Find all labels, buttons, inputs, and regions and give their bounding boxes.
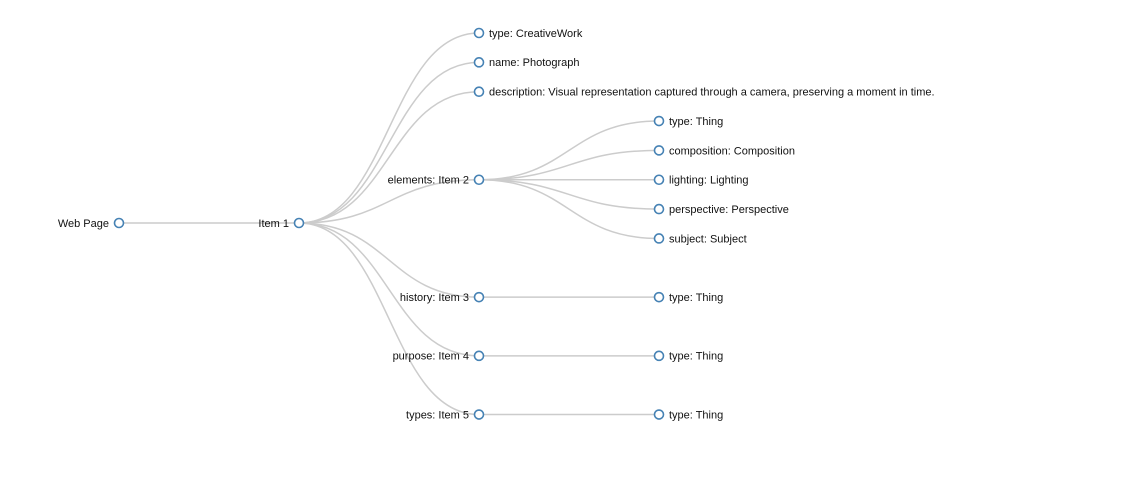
node-label: Web Page [58, 218, 109, 230]
tree-node-history-item-3[interactable]: history: Item 3 [400, 291, 485, 304]
node-circle-icon[interactable] [653, 145, 665, 156]
node-circle-icon[interactable] [293, 217, 305, 229]
node-label: name: Photograph [489, 57, 580, 69]
node-label: purpose: Item 4 [393, 351, 469, 363]
node-circle-icon[interactable] [653, 233, 665, 244]
tree-link [298, 179, 480, 224]
node-label: types: Item 5 [406, 409, 469, 421]
tree-nodes: type: CreativeWork name: Photograph descri… [58, 27, 935, 421]
tree-link [298, 222, 480, 416]
node-circle-icon[interactable] [473, 174, 485, 186]
node-circle-icon[interactable] [473, 291, 485, 303]
tree-node-name-photograph[interactable]: name: Photograph [473, 57, 580, 69]
node-circle-icon[interactable] [653, 409, 665, 420]
tree-link [298, 61, 480, 224]
tree-node-type-thing[interactable]: type: Thing [653, 350, 724, 363]
node-circle-icon[interactable] [653, 174, 665, 186]
tree-node-type-thing[interactable]: type: Thing [653, 409, 724, 421]
tree-node-type-creativework[interactable]: type: CreativeWork [473, 27, 583, 40]
node-label: type: Thing [669, 351, 723, 363]
tree-node-elements-item-2[interactable]: elements: Item 2 [388, 174, 485, 187]
tree-link [478, 120, 660, 181]
tree-link [298, 90, 480, 224]
node-label: elements: Item 2 [388, 175, 469, 187]
tree-node-item-1[interactable]: Item 1 [258, 217, 305, 230]
node-label: composition: Composition [669, 145, 795, 157]
node-circle-icon[interactable] [653, 115, 665, 127]
node-circle-icon[interactable] [653, 291, 665, 303]
tree-link [478, 179, 660, 240]
tree-node-types-item-5[interactable]: types: Item 5 [406, 409, 485, 421]
node-circle-icon[interactable] [473, 57, 485, 68]
node-label: lighting: Lighting [669, 175, 749, 187]
node-label: history: Item 3 [400, 292, 469, 304]
node-circle-icon[interactable] [473, 350, 485, 362]
tree-node-composition-composition[interactable]: composition: Composition [653, 145, 795, 157]
node-label: Item 1 [258, 218, 289, 230]
tree-node-web-page[interactable]: Web Page [58, 217, 125, 230]
node-label: type: CreativeWork [489, 28, 583, 40]
node-circle-icon[interactable] [473, 86, 485, 97]
tree-node-type-thing[interactable]: type: Thing [653, 115, 724, 128]
node-label: subject: Subject [669, 233, 747, 245]
tree-link [478, 179, 660, 210]
node-circle-icon[interactable] [113, 217, 125, 229]
node-circle-icon[interactable] [653, 350, 665, 362]
tree-node-description-visual-representation-captur[interactable]: description: Visual representation captu… [473, 86, 935, 99]
tree-link [298, 222, 480, 357]
node-label: type: Thing [669, 292, 723, 304]
node-circle-icon[interactable] [653, 203, 665, 215]
tree-link [298, 32, 480, 224]
node-label: description: Visual representation captu… [489, 87, 935, 99]
tree-link [298, 222, 480, 298]
node-circle-icon[interactable] [473, 409, 485, 420]
node-circle-icon[interactable] [473, 27, 485, 39]
tree-node-purpose-item-4[interactable]: purpose: Item 4 [393, 350, 485, 363]
tree-node-perspective-perspective[interactable]: perspective: Perspective [653, 203, 789, 216]
node-label: type: Thing [669, 116, 723, 128]
tree-node-type-thing[interactable]: type: Thing [653, 291, 724, 304]
node-label: perspective: Perspective [669, 204, 789, 216]
tree-node-subject-subject[interactable]: subject: Subject [653, 233, 747, 245]
tree-links [118, 32, 660, 416]
tree-node-lighting-lighting[interactable]: lighting: Lighting [653, 174, 749, 187]
tree-link [478, 149, 660, 181]
node-label: type: Thing [669, 409, 723, 421]
